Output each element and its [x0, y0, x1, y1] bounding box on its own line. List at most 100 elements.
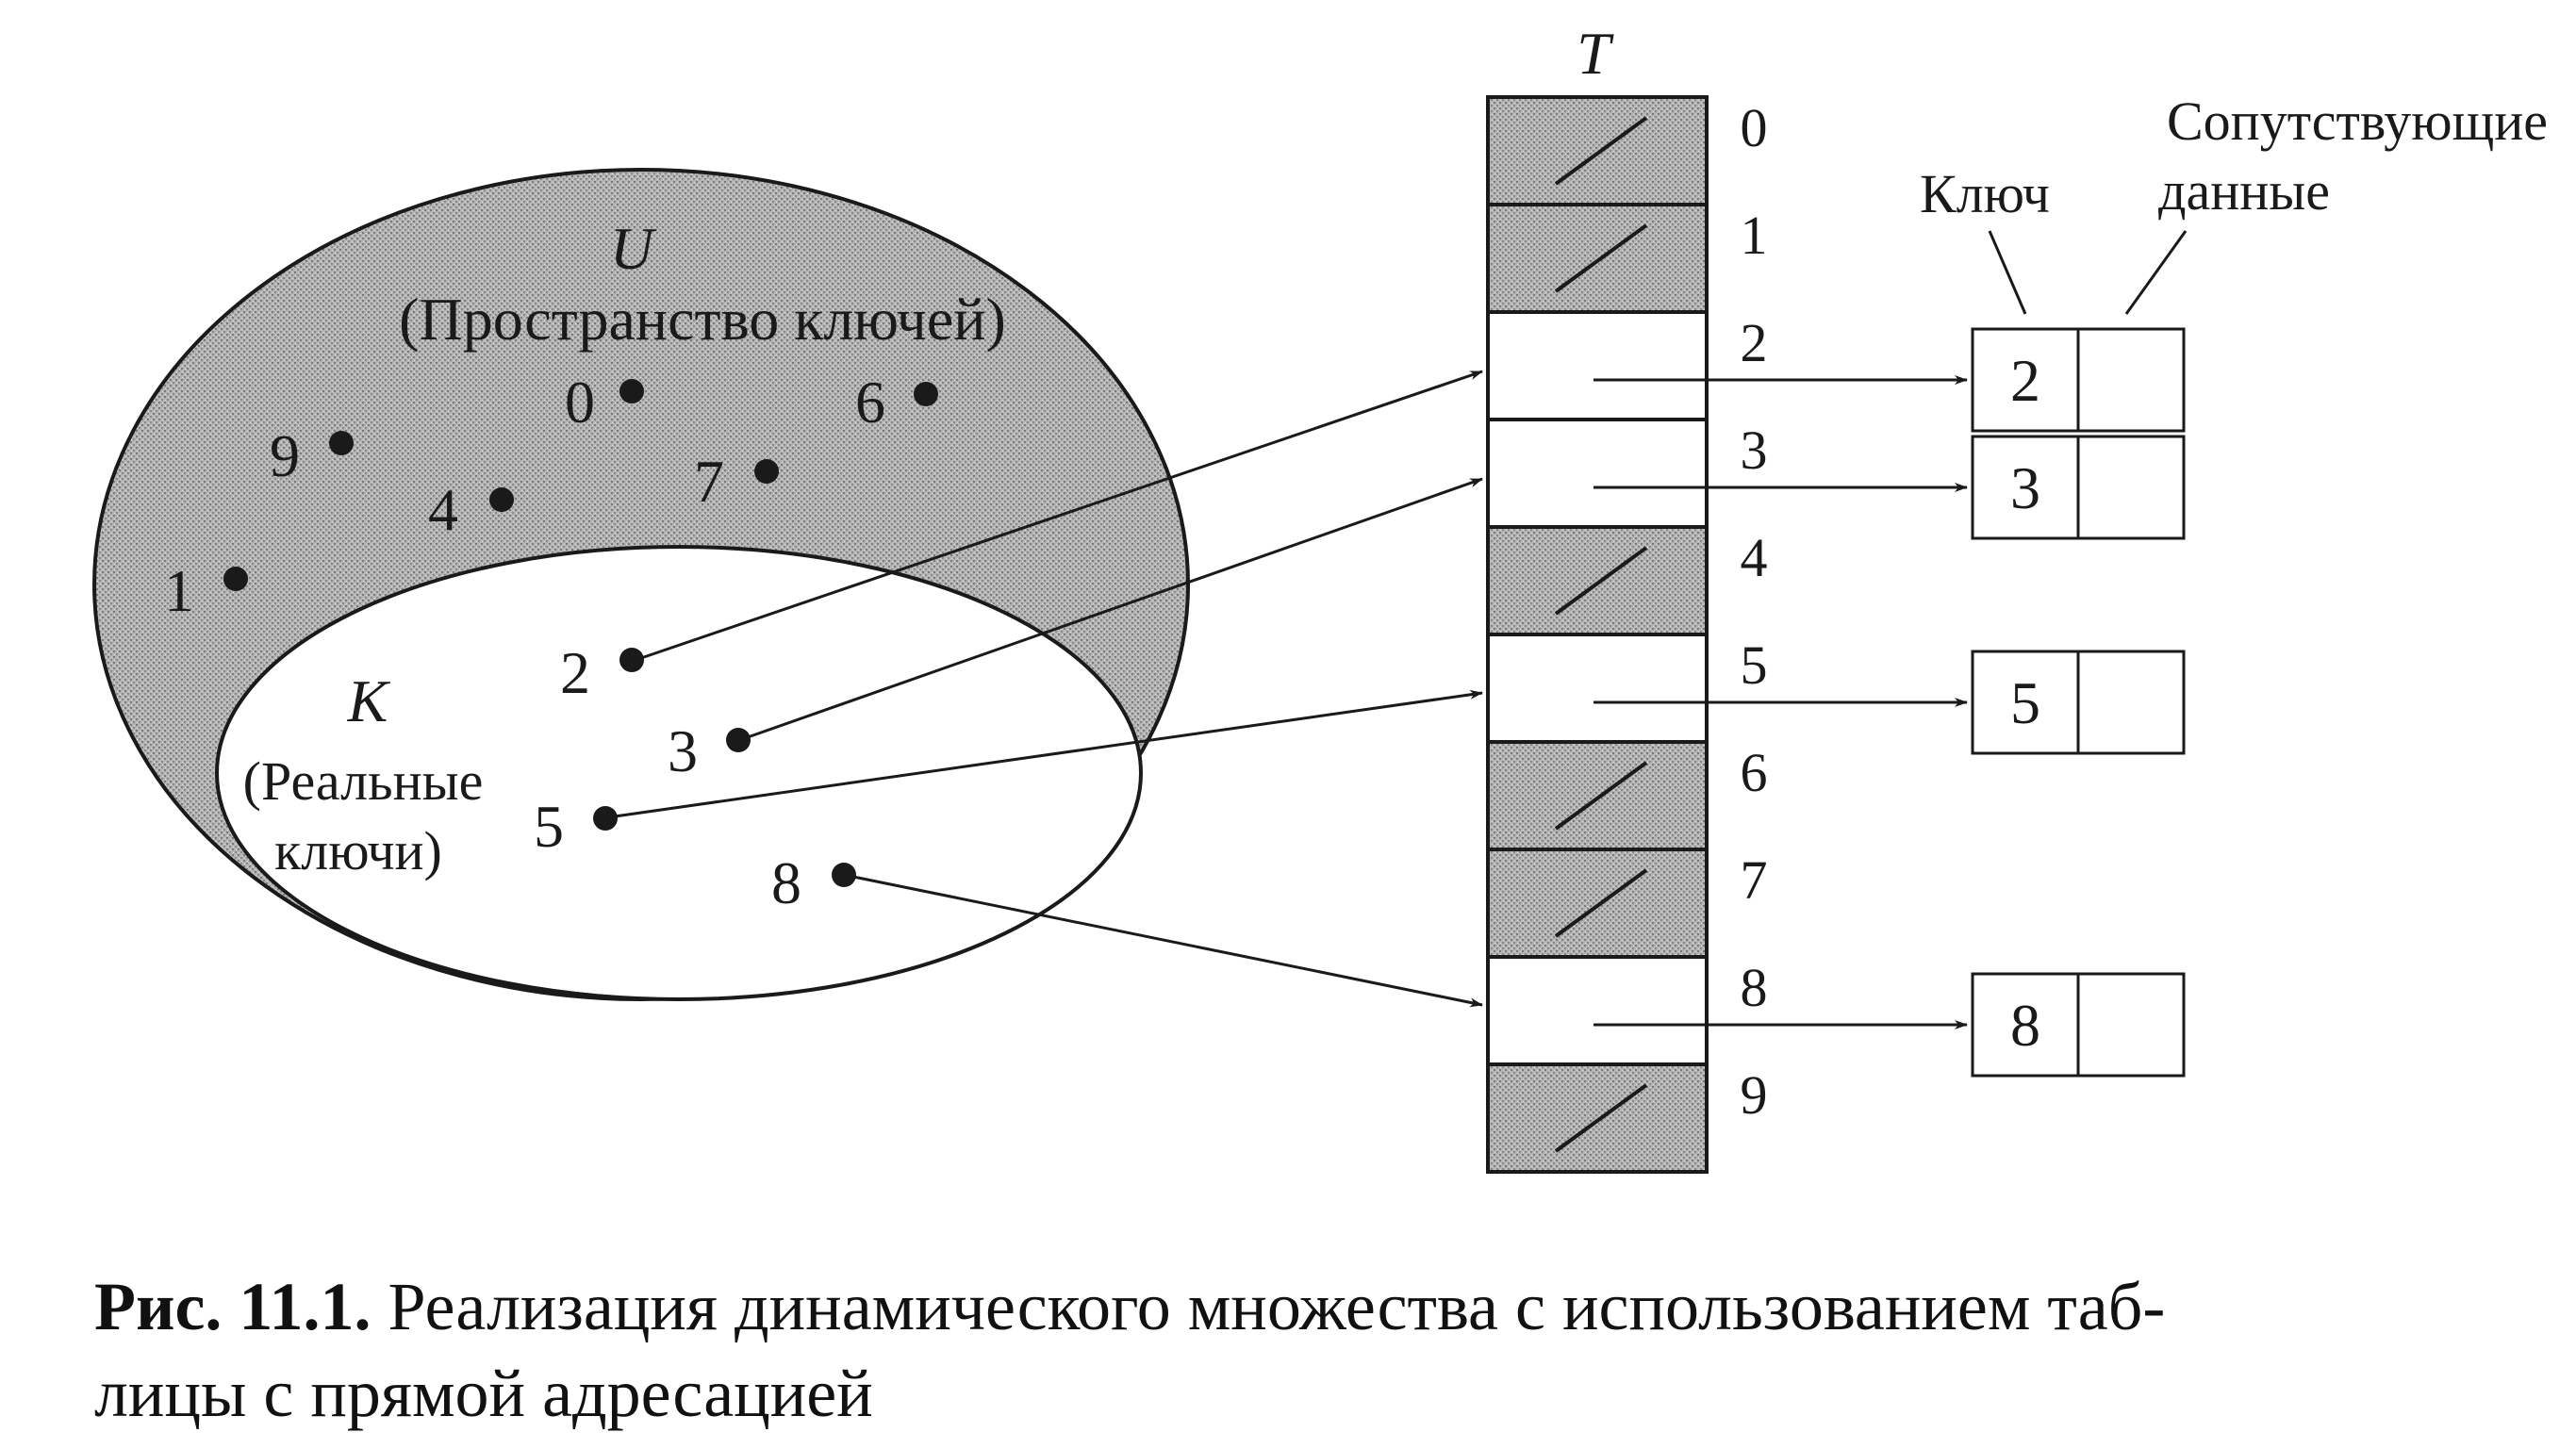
actual-key-label: 5: [534, 793, 564, 860]
unused-key-label: 6: [855, 369, 885, 436]
arrow-key-3-to-slot: [747, 477, 1483, 739]
table-slots: 0 1 2 3 4 5 6 7 8 9: [1486, 95, 1968, 1174]
table-slot-5: 5: [1486, 633, 1968, 744]
unused-key-label: 9: [270, 422, 300, 489]
table-slot-0: 0: [1486, 95, 1768, 206]
actual-keys-label-line2: ключи): [274, 820, 442, 881]
slot-index-label: 9: [1741, 1064, 1768, 1126]
record-key-cell: [1971, 972, 2080, 1078]
key-dot: [914, 382, 938, 406]
actual-key-label: 3: [668, 717, 698, 784]
slot-index-label: 3: [1741, 420, 1768, 481]
record-key-header: Ключ: [1920, 163, 2050, 224]
arrow-key-8-to-slot: [852, 875, 1483, 1008]
data-header-leader: [2124, 230, 2188, 315]
key-header-leader: [1988, 230, 2027, 315]
slot-cell: [1486, 203, 1709, 314]
table-slot-4: 4: [1486, 525, 1768, 636]
key-dot: [619, 648, 644, 672]
record-key-value: 8: [2010, 992, 2040, 1059]
actual-key-3: 3: [668, 717, 751, 784]
universe-label: (Пространство ключей): [399, 286, 1006, 353]
figure-caption: Рис. 11.1. Реализация динамического множ…: [94, 1263, 2546, 1437]
key-dot: [329, 431, 354, 455]
nil-slash: [1554, 1083, 1648, 1153]
key-dot: [832, 863, 856, 887]
unused-key-6: 6: [855, 369, 938, 436]
slot-index-label: 7: [1741, 849, 1768, 911]
unused-key-label: 7: [694, 448, 724, 515]
record-data-header-line2: данные: [2158, 160, 2330, 222]
table-slot-2: 2: [1486, 310, 1968, 421]
record-2: 2: [1971, 327, 2186, 433]
slot-index-label: 6: [1741, 742, 1768, 803]
actual-key-label: 8: [771, 849, 801, 916]
slot-index-label: 2: [1741, 312, 1768, 373]
record-key-cell: [1971, 650, 2080, 755]
unused-key-4: 4: [428, 476, 514, 543]
unused-key-7: 7: [694, 448, 779, 515]
table-symbol: T: [1577, 20, 1614, 87]
record-data-cell: [2076, 650, 2186, 755]
slot-cell: [1486, 955, 1709, 1066]
key-dot: [754, 459, 779, 484]
record-5: 5: [1971, 650, 2186, 755]
slot-cell: [1486, 740, 1709, 851]
table-slot-3: 3: [1486, 418, 1968, 529]
unused-key-9: 9: [270, 422, 354, 489]
slot-cell: [1486, 848, 1709, 959]
actual-keys-label-line1: (Реальные: [243, 750, 484, 812]
slot-cell: [1486, 633, 1709, 744]
record-key-value: 5: [2010, 669, 2040, 736]
key-dot: [619, 379, 644, 403]
record-3: 3: [1971, 435, 2186, 540]
table-slot-8: 8: [1486, 955, 1968, 1066]
slot-cell: [1486, 95, 1709, 206]
arrow-key-5-to-slot: [614, 689, 1483, 818]
caption-figure-number: Рис. 11.1.: [94, 1269, 372, 1344]
nil-slash: [1554, 546, 1648, 616]
nil-slash: [1554, 761, 1648, 831]
record-data-cell: [2076, 972, 2186, 1078]
nil-slash: [1554, 868, 1648, 938]
slot-index-label: 4: [1741, 527, 1768, 588]
slot-index-label: 0: [1741, 97, 1768, 158]
records: 2 3 5 8: [1971, 327, 2186, 1078]
unused-key-label: 1: [164, 557, 194, 624]
table-slot-6: 6: [1486, 740, 1768, 851]
key-dot: [223, 567, 248, 591]
record-data-cell: [2076, 327, 2186, 433]
actual-key-2: 2: [560, 639, 644, 706]
actual-key-5: 5: [534, 793, 618, 860]
key-dot: [726, 728, 751, 752]
slot-cell: [1486, 418, 1709, 529]
actual-keys-ellipse: [215, 545, 1143, 1001]
table-slot-7: 7: [1486, 848, 1768, 959]
table-slot-1: 1: [1486, 203, 1768, 314]
caption-text-line1: Реализация динамического множества с исп…: [371, 1269, 2166, 1344]
slot-cell: [1486, 525, 1709, 636]
actual-key-label: 2: [560, 639, 590, 706]
slot-index-label: 1: [1741, 205, 1768, 266]
unused-key-1: 1: [164, 557, 248, 624]
universe-symbol: U: [610, 215, 657, 282]
unused-key-0: 0: [565, 369, 644, 436]
key-dot: [593, 806, 618, 831]
actual-key-8: 8: [771, 849, 856, 916]
arrow-key-2-to-slot: [640, 370, 1483, 660]
nil-slash: [1554, 116, 1648, 186]
record-data-cell: [2076, 435, 2186, 540]
slot-cell: [1486, 1062, 1709, 1174]
nil-slash: [1554, 223, 1648, 293]
caption-text-line2: лицы с прямой адресацией: [94, 1356, 873, 1431]
unused-key-label: 4: [428, 476, 458, 543]
unused-key-label: 0: [565, 369, 595, 436]
key-dot: [489, 487, 514, 512]
slot-cell: [1486, 310, 1709, 421]
record-key-value: 3: [2010, 454, 2040, 521]
record-data-header-line1: Сопутствующие: [2167, 91, 2548, 152]
table-slot-9: 9: [1486, 1062, 1768, 1174]
slot-index-label: 5: [1741, 634, 1768, 696]
record-key-value: 2: [2010, 347, 2040, 414]
slot-index-label: 8: [1741, 957, 1768, 1018]
